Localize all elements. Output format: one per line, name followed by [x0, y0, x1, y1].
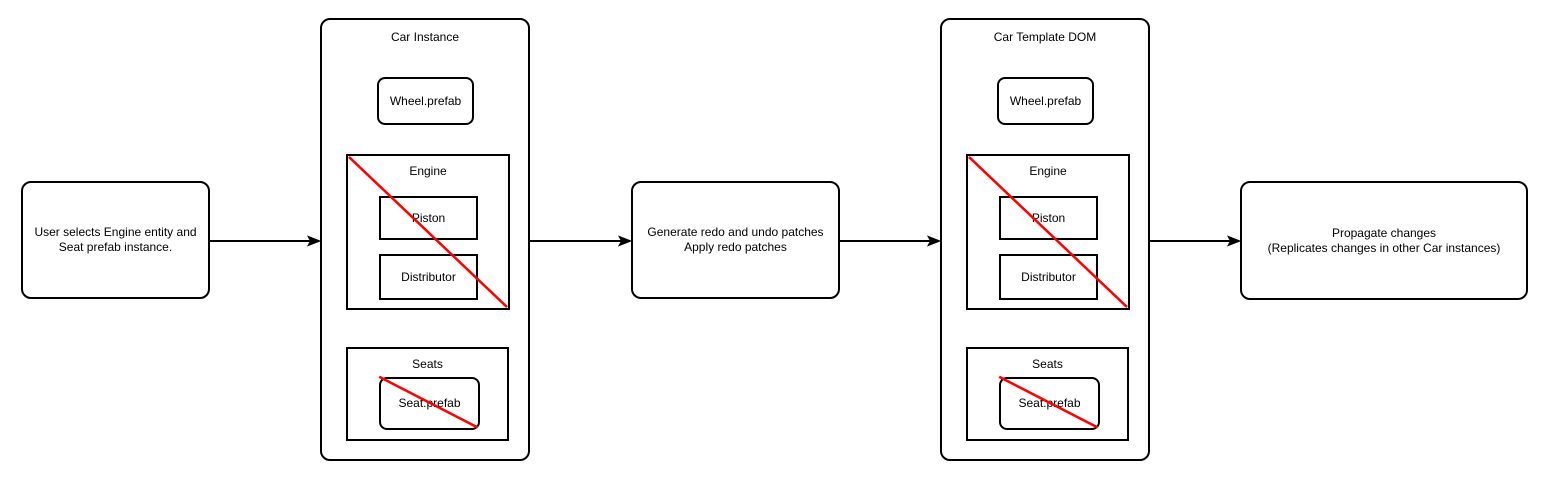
flow-arrow-2 — [530, 235, 631, 247]
node-generate-patches-label: Generate redo and undo patches Apply red… — [647, 225, 824, 254]
node-seat-prefab-label: Seat.prefab — [398, 396, 461, 410]
node-distributor: Distributor — [379, 254, 478, 300]
node-propagate-changes: Propagate changes (Replicates changes in… — [1240, 181, 1528, 300]
group-seats: Seats Seat.prefab — [346, 347, 509, 441]
group-seats-title: Seats — [412, 357, 443, 371]
node-piston: Piston — [999, 196, 1098, 240]
node-wheel-prefab-label: Wheel.prefab — [1009, 93, 1082, 108]
node-piston-label: Piston — [411, 210, 446, 225]
group-car-instance-title: Car Instance — [390, 30, 460, 44]
node-wheel-prefab: Wheel.prefab — [377, 77, 474, 125]
node-user-selects: User selects Engine entity and Seat pref… — [21, 181, 210, 299]
group-engine-title: Engine — [1029, 164, 1067, 178]
node-wheel-prefab: Wheel.prefab — [997, 77, 1094, 125]
group-car-instance: Car Instance Wheel.prefab Engine Piston … — [320, 18, 530, 461]
node-distributor-label: Distributor — [401, 269, 456, 284]
node-piston: Piston — [379, 196, 478, 240]
node-seat-prefab-label: Seat.prefab — [1018, 396, 1081, 410]
group-car-template-dom: Car Template DOM Wheel.prefab Engine Pis… — [940, 18, 1150, 461]
group-engine: Engine Piston Distributor — [346, 154, 510, 310]
group-seats-title: Seats — [1032, 357, 1063, 371]
node-piston-label: Piston — [1031, 210, 1066, 225]
group-seats: Seats Seat.prefab — [966, 347, 1129, 441]
node-seat-prefab: Seat.prefab — [379, 377, 480, 430]
node-propagate-changes-label: Propagate changes (Replicates changes in… — [1267, 225, 1501, 255]
node-seat-prefab: Seat.prefab — [999, 377, 1100, 430]
node-wheel-prefab-label: Wheel.prefab — [389, 93, 462, 108]
flow-arrow-4 — [1150, 235, 1240, 247]
node-generate-patches: Generate redo and undo patches Apply red… — [631, 181, 840, 299]
flow-arrow-3 — [840, 235, 940, 247]
node-user-selects-label: User selects Engine entity and Seat pref… — [34, 225, 197, 254]
node-distributor-label: Distributor — [1021, 269, 1076, 284]
group-car-template-dom-title: Car Template DOM — [993, 30, 1097, 44]
group-engine: Engine Piston Distributor — [966, 154, 1130, 310]
node-distributor: Distributor — [999, 254, 1098, 300]
group-engine-title: Engine — [409, 164, 447, 178]
flow-arrow-1 — [210, 235, 320, 247]
